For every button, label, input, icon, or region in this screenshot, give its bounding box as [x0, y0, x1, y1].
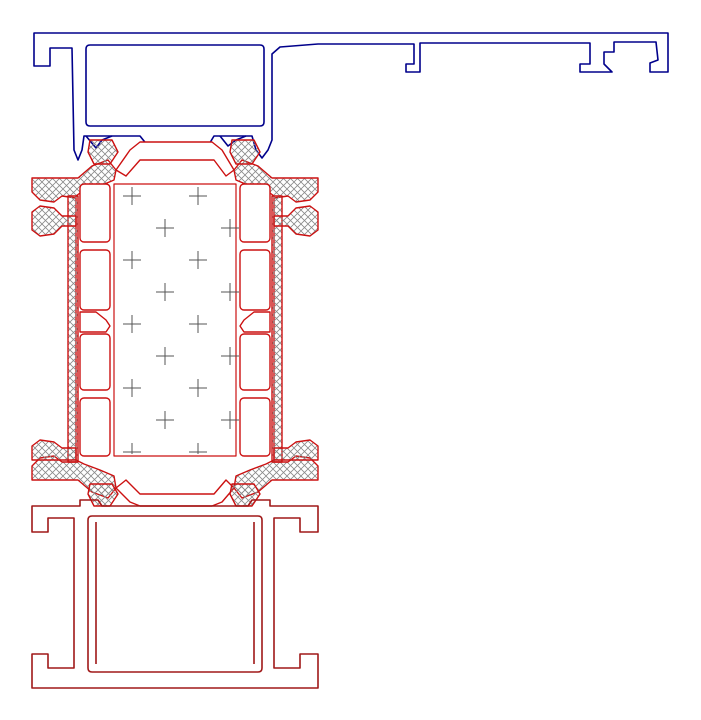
left-chamber-2 — [79, 249, 111, 311]
insulation-cross-mark — [189, 251, 207, 269]
bottom-frame-profile — [31, 499, 319, 689]
bottom-frame-outline — [31, 499, 319, 689]
insulation-cross-mark — [123, 443, 141, 454]
left-chamber-3 — [79, 333, 111, 391]
sash-profile — [31, 139, 319, 507]
insulation-cross-mark — [123, 251, 141, 269]
insulation-cross-mark — [189, 379, 207, 397]
insulation-cross-mark — [123, 187, 141, 205]
right-chamber-2 — [239, 249, 271, 311]
bottom-frame-chamber — [87, 515, 263, 673]
sash-top-bridge — [115, 141, 235, 177]
sash-right-chambers — [239, 183, 271, 457]
top-frame-outline — [33, 32, 669, 161]
insulation-cross-mark — [221, 283, 239, 301]
sash-left-wall — [67, 195, 79, 463]
sash-right-lug-top — [273, 205, 319, 237]
insulation-cross-mark — [221, 411, 239, 429]
connector-top-right — [229, 139, 261, 165]
bottom-frame-inner-line — [95, 522, 255, 664]
insulation-cross-mark — [156, 347, 174, 365]
top-frame-profile — [33, 32, 669, 161]
top-frame-chamber — [85, 44, 265, 127]
insulation-cross-mark — [221, 347, 239, 365]
insulation-cross-mark — [221, 219, 239, 237]
sash-left-chambers — [79, 183, 111, 457]
right-chamber-1 — [239, 183, 271, 243]
right-chamber-4 — [239, 397, 271, 457]
connector-bottom-right — [229, 483, 261, 507]
sash-left-lug-top — [31, 205, 77, 237]
left-chamber-4 — [79, 397, 111, 457]
insulation-marks — [123, 187, 239, 454]
connector-bottom-left — [87, 483, 119, 507]
insulation-cross-mark — [189, 315, 207, 333]
right-middle-notch — [239, 311, 271, 333]
insulation-cross-mark — [156, 283, 174, 301]
insulation-cross-mark — [123, 379, 141, 397]
insulation-cross-mark — [189, 443, 207, 454]
glazing-unit — [113, 183, 237, 457]
insulation-cross-mark — [123, 315, 141, 333]
left-middle-notch — [79, 311, 111, 333]
right-chamber-3 — [239, 333, 271, 391]
sash-bottom-bridge — [115, 479, 235, 507]
sash-left-lug-bottom — [31, 439, 77, 461]
insulation-cross-mark — [156, 411, 174, 429]
insulation-cross-mark — [156, 219, 174, 237]
sash-right-lug-bottom — [273, 439, 319, 461]
left-chamber-1 — [79, 183, 111, 243]
sash-right-wall — [271, 195, 283, 463]
connector-top-left — [87, 139, 119, 165]
insulation-cross-mark — [189, 187, 207, 205]
